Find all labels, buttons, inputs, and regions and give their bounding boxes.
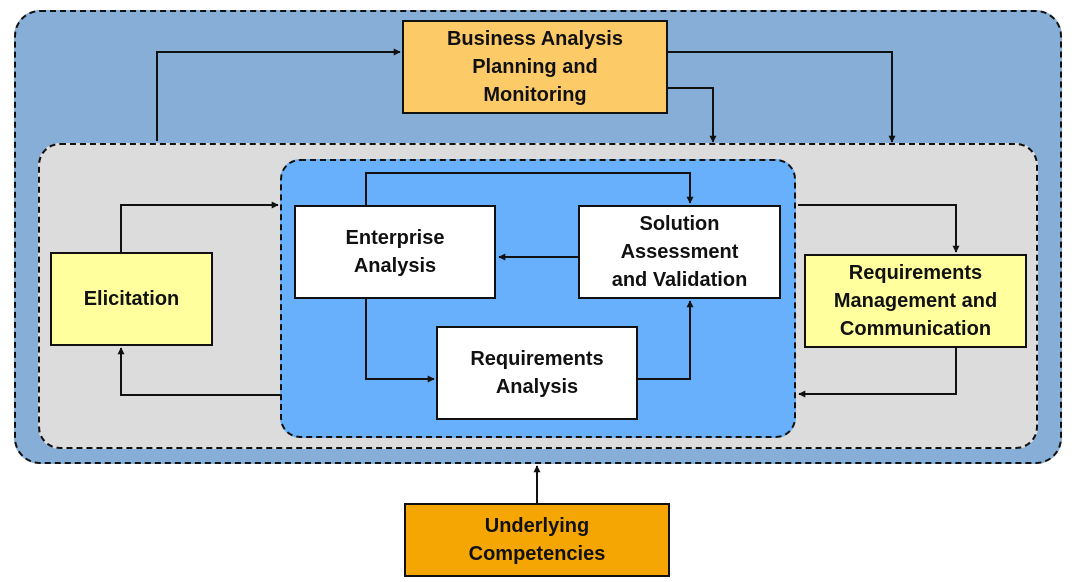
- arrow-enterprise-to-solution: [365, 172, 694, 205]
- requirements-management-box: Requirements Management and Communicatio…: [804, 254, 1027, 348]
- arrow-inner-to-req-mgmt: [798, 204, 960, 253]
- arrow-planning-to-middle: [668, 87, 717, 143]
- arrow-to-planning: [156, 48, 401, 141]
- arrow-inner-to-elicitation: [117, 347, 280, 396]
- solution-assessment-box: Solution Assessment and Validation: [578, 205, 781, 299]
- arrow-requirements-to-solution: [638, 300, 694, 380]
- underlying-competencies-box: Underlying Competencies: [404, 503, 670, 577]
- arrow-enterprise-to-requirements: [365, 299, 435, 383]
- planning-box: Business Analysis Planning and Monitorin…: [402, 20, 668, 114]
- arrow-req-mgmt-to-inner: [798, 348, 957, 398]
- enterprise-analysis-box: Enterprise Analysis: [294, 205, 496, 299]
- requirements-analysis-box: Requirements Analysis: [436, 326, 638, 420]
- arrow-elicitation-to-inner: [120, 201, 279, 252]
- arrow-planning-to-right: [668, 51, 896, 143]
- elicitation-box: Elicitation: [50, 252, 213, 346]
